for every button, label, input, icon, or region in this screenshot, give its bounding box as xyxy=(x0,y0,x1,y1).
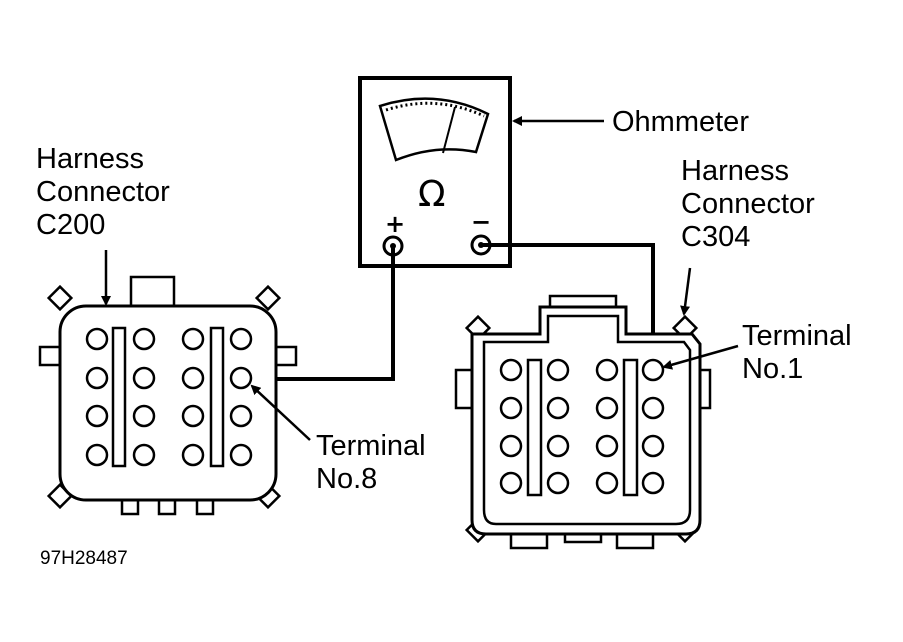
terminal-pin[interactable] xyxy=(85,404,109,428)
terminal-pin[interactable] xyxy=(546,434,570,458)
terminal-pin[interactable] xyxy=(595,434,619,458)
terminal-pin[interactable] xyxy=(85,366,109,390)
ohmmeter-label: Ohmmeter xyxy=(612,106,749,138)
terminal-1-arrow xyxy=(662,344,739,370)
meter-needle xyxy=(442,106,456,154)
terminal-8-label-line2: No.8 xyxy=(316,463,377,495)
terminal-pin[interactable] xyxy=(641,358,665,382)
c200-label-line3: C200 xyxy=(36,209,105,241)
terminal-pin[interactable] xyxy=(499,358,523,382)
terminal-pin[interactable] xyxy=(229,443,253,467)
terminal-8-label-line1: Terminal xyxy=(316,430,426,462)
negative-test-lead xyxy=(481,243,655,368)
terminal-pin[interactable] xyxy=(641,471,665,495)
terminal-pin[interactable] xyxy=(595,471,619,495)
positive-sign: + xyxy=(385,210,405,238)
terminal-pin[interactable] xyxy=(85,443,109,467)
terminal-pin[interactable] xyxy=(595,396,619,420)
figure-code: 97H28487 xyxy=(40,548,128,569)
ohmmeter: Ω + − xyxy=(358,76,512,268)
terminal-pin[interactable] xyxy=(546,396,570,420)
terminal-8-arrow xyxy=(250,384,311,441)
harness-connector-c304 xyxy=(454,294,712,550)
terminal-pin[interactable] xyxy=(499,396,523,420)
terminal-pin[interactable] xyxy=(85,327,109,351)
c304-arrow xyxy=(680,267,692,316)
c200-label-line1: Harness xyxy=(36,143,144,175)
terminal-pin[interactable] xyxy=(229,404,253,428)
terminal-pin[interactable] xyxy=(499,471,523,495)
terminal-pin[interactable] xyxy=(181,327,205,351)
terminal-pin[interactable] xyxy=(595,358,619,382)
terminal-pin[interactable] xyxy=(181,404,205,428)
terminal-pin[interactable] xyxy=(641,434,665,458)
c304-label-line1: Harness xyxy=(681,155,789,187)
c304-terminals xyxy=(499,358,665,495)
harness-connector-c200 xyxy=(38,275,298,516)
terminal-pin[interactable] xyxy=(546,471,570,495)
terminal-pin[interactable] xyxy=(546,358,570,382)
terminal-1-label-line2: No.1 xyxy=(742,353,803,385)
terminal-pin[interactable] xyxy=(499,434,523,458)
terminal-pin[interactable] xyxy=(181,366,205,390)
terminal-pin[interactable] xyxy=(132,404,156,428)
terminal-1-label-line1: Terminal xyxy=(742,320,852,352)
terminal-pin[interactable] xyxy=(229,366,253,390)
terminal-pin[interactable] xyxy=(229,327,253,351)
terminal-pin[interactable] xyxy=(132,443,156,467)
terminal-pin[interactable] xyxy=(641,396,665,420)
ohm-symbol: Ω xyxy=(418,174,446,215)
meter-dial xyxy=(378,97,490,162)
c304-label-line3: C304 xyxy=(681,221,750,253)
c200-label-line2: Connector xyxy=(36,176,170,208)
negative-sign: − xyxy=(471,208,491,236)
terminal-pin[interactable] xyxy=(132,327,156,351)
terminal-pin[interactable] xyxy=(132,366,156,390)
terminal-pin[interactable] xyxy=(181,443,205,467)
positive-test-lead xyxy=(252,246,395,381)
c200-terminals xyxy=(85,327,253,467)
c304-label-line2: Connector xyxy=(681,188,815,220)
